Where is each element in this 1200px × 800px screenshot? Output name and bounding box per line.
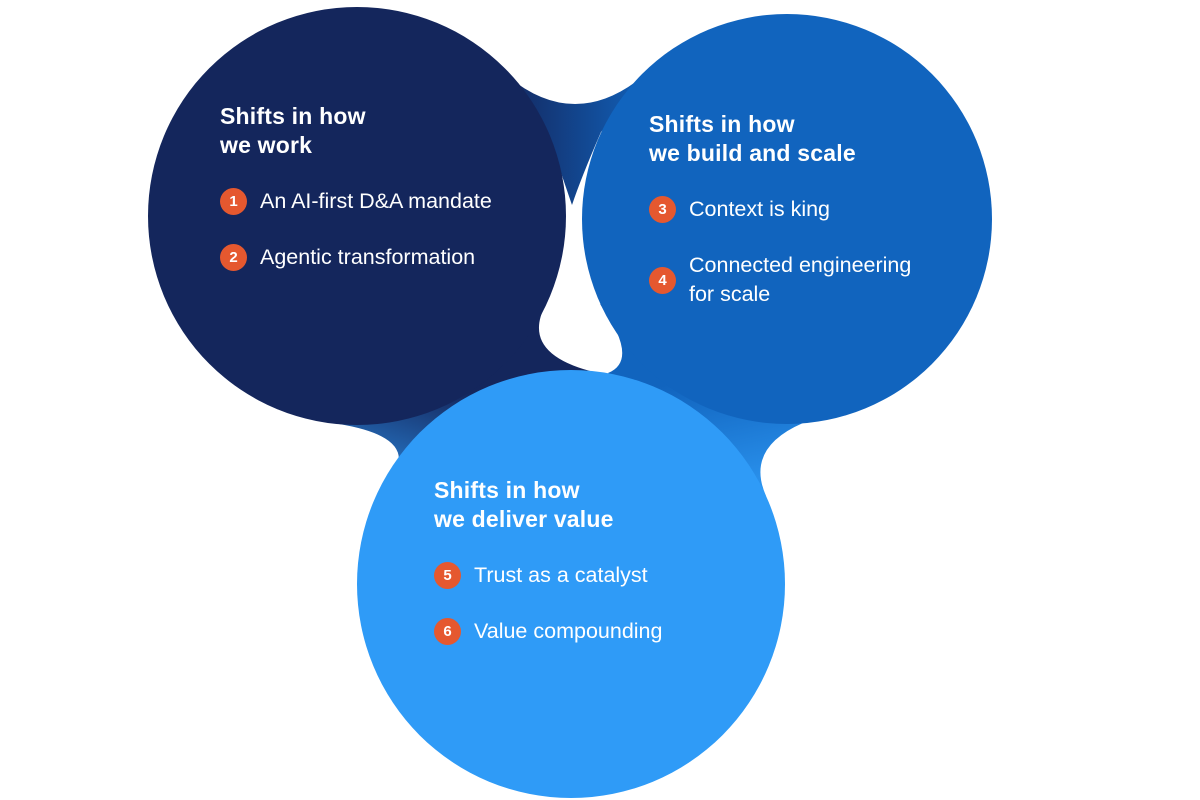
circle-title-line2: we deliver value — [434, 506, 614, 533]
item-number-badge: 4 — [649, 266, 676, 294]
list-item: 1 An AI-first D&A mandate — [220, 187, 552, 216]
list-item: 4 Connected engineering for scale — [649, 251, 971, 309]
circle-title: Shifts in how we build and scale — [649, 110, 971, 168]
item-text: Value compounding — [474, 619, 663, 644]
item-number-badge: 6 — [434, 618, 461, 646]
circle-build-shape — [582, 14, 992, 424]
circle-work-shape — [148, 7, 566, 425]
item-text: Context is king — [689, 197, 831, 222]
list-item: 3 Context is king — [649, 195, 971, 224]
circle-title: Shifts in how we work — [220, 102, 552, 160]
item-number-badge: 2 — [220, 244, 247, 272]
item-number-badge: 3 — [649, 196, 676, 224]
item-text: An AI-first D&A mandate — [260, 189, 492, 214]
list-item: 5 Trust as a catalyst — [434, 561, 746, 590]
circle-title-line2: we build and scale — [649, 140, 856, 167]
circle-title-line1: Shifts in how — [434, 477, 580, 503]
item-number-badge: 5 — [434, 562, 461, 590]
list-item: 6 Value compounding — [434, 617, 746, 646]
circle-build-content: Shifts in how we build and scale 3 Conte… — [649, 110, 971, 309]
circle-title: Shifts in how we deliver value — [434, 476, 746, 534]
circle-title-line2: we work — [220, 132, 313, 159]
circle-title-line1: Shifts in how — [220, 103, 366, 129]
circle-deliver-content: Shifts in how we deliver value 5 Trust a… — [434, 476, 746, 646]
item-text: Trust as a catalyst — [474, 563, 648, 588]
item-number-badge: 1 — [220, 188, 247, 216]
circle-deliver-shape — [357, 370, 785, 798]
circle-title-line1: Shifts in how — [649, 111, 795, 137]
item-text: Agentic transformation — [260, 245, 476, 270]
item-text: Connected engineering for scale — [689, 253, 912, 307]
connector-top — [477, 45, 669, 205]
circle-work-content: Shifts in how we work 1 An AI-first D&A … — [220, 102, 552, 272]
list-item: 2 Agentic transformation — [220, 243, 552, 272]
